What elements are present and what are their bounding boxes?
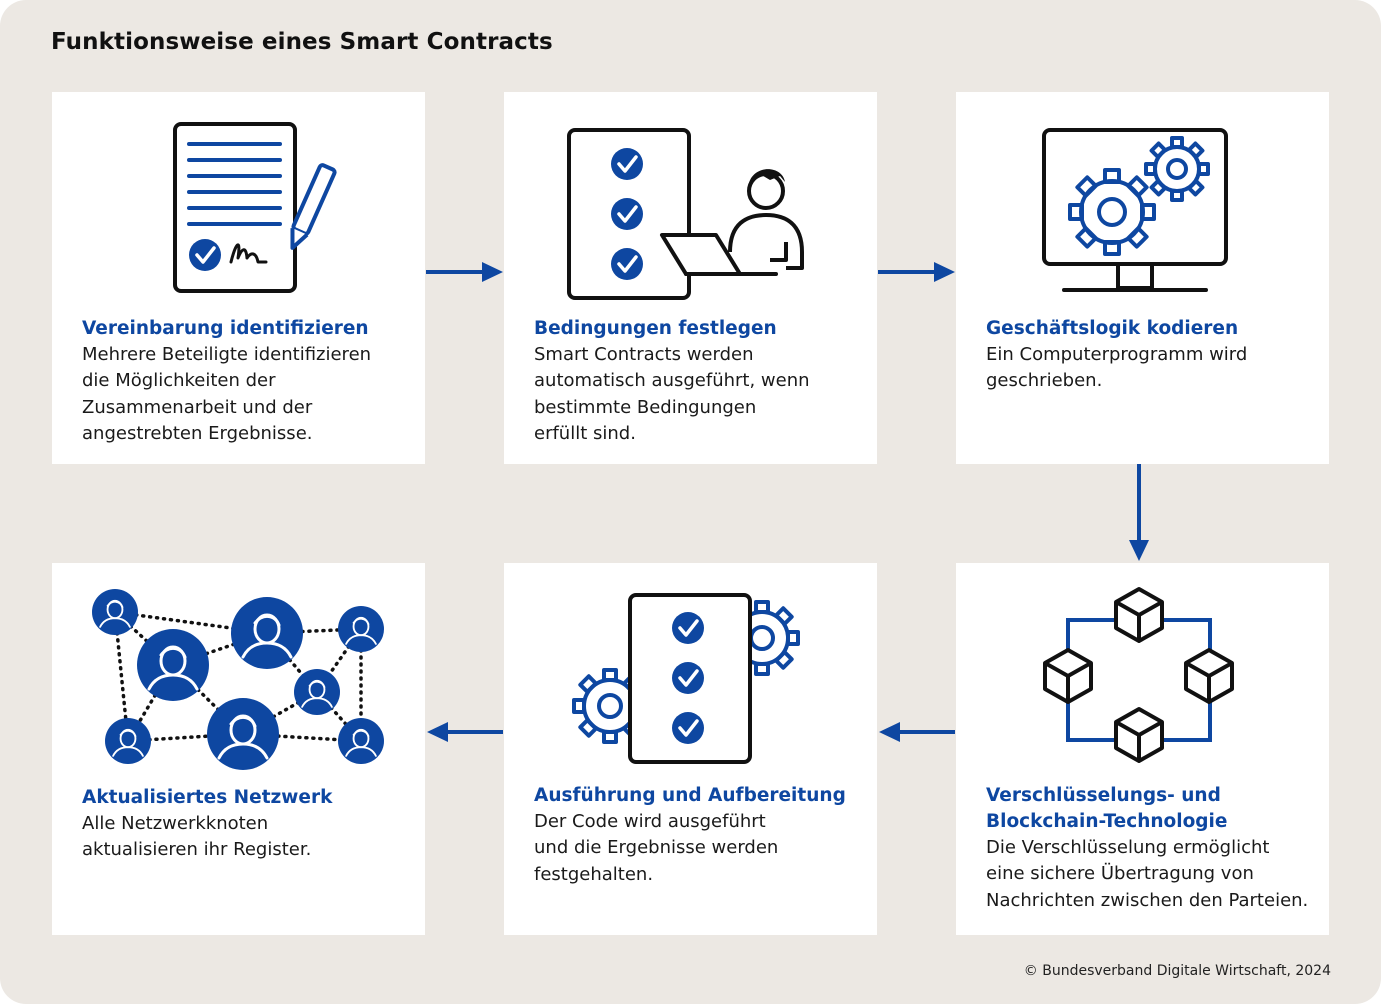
step-heading: Aktualisiertes Netzwerk <box>82 787 333 808</box>
step-description: Alle Netzwerkknoten aktualisieren ihr Re… <box>82 813 312 861</box>
arrow-left-icon <box>879 722 955 742</box>
network-nodes-icon <box>92 589 384 770</box>
step-heading: Bedingungen festlegen <box>534 318 777 339</box>
step-description: Smart Contracts werden automatisch ausge… <box>534 344 810 444</box>
arrow-right-icon <box>878 262 955 282</box>
checklist-gears-icon <box>572 593 800 764</box>
arrow-down-icon <box>1129 464 1149 561</box>
step-card-network: Aktualisiertes Netzwerk Alle Netzwerkkno… <box>52 563 425 935</box>
copyright-footer: © Bundesverband Digitale Wirtschaft, 202… <box>1023 963 1331 979</box>
blockchain-cubes-icon <box>1043 587 1234 763</box>
step-heading: Ausführung und Aufbereitung <box>534 785 846 806</box>
step-description: Mehrere Beteiligte identifizieren die Mö… <box>82 344 372 444</box>
monitor-gears-icon <box>1042 128 1228 292</box>
step-heading: Verschlüsselungs- und Blockchain-Technol… <box>986 785 1228 832</box>
step-heading: Vereinbarung identifizieren <box>82 318 369 339</box>
arrow-left-icon <box>427 722 503 742</box>
step-card-agreement: Vereinbarung identifizieren Mehrere Bete… <box>52 92 425 464</box>
page-title: Funktionsweise eines Smart Contracts <box>51 29 553 55</box>
step-card-business-logic: Geschäftslogik kodieren Ein Computerprog… <box>956 92 1329 464</box>
step-heading: Geschäftslogik kodieren <box>986 318 1239 339</box>
step-description: Ein Computerprogramm wird geschrieben. <box>986 344 1248 392</box>
step-card-execution: Ausführung und Aufbereitung Der Code wir… <box>504 563 877 935</box>
step-description: Die Verschlüsselung ermöglicht eine sich… <box>986 837 1309 911</box>
arrow-right-icon <box>426 262 503 282</box>
contract-document-pen-icon <box>173 122 337 293</box>
step-card-blockchain: Verschlüsselungs- und Blockchain-Technol… <box>956 563 1329 935</box>
step-card-conditions: Bedingungen festlegen Smart Contracts we… <box>504 92 877 464</box>
step-description: Der Code wird ausgeführt und die Ergebni… <box>534 811 779 885</box>
checklist-person-laptop-icon <box>567 128 804 300</box>
